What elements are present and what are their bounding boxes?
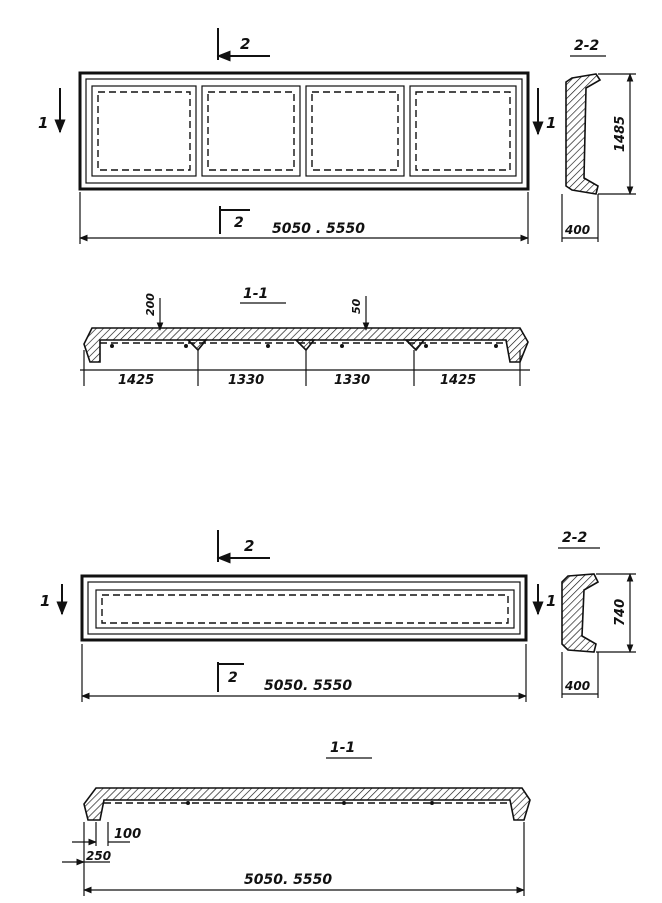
bottom-panel-outline [80,574,528,642]
bottom-section-2-label-bottom: 2 [228,670,238,686]
bottom-section-1-label-left: 1 [40,592,50,610]
section-1-label-right: 1 [546,114,556,132]
bottom-section-2-2: 2-2 740 400 [558,530,636,698]
top-width-dimension: 400 [564,223,590,237]
cell-2 [201,85,301,177]
bottom-section-2-2-profile [561,573,600,653]
bottom-section-1-label-right: 1 [546,592,556,610]
bottom-dim-250: 250 [86,849,111,863]
top-panel-plan-view: 2 2 1 1 5050 . 5550 [38,28,556,244]
section-2-label-top: 2 [240,35,250,53]
bottom-dim-100: 100 [114,827,141,842]
section-2-label-bottom: 2 [234,215,244,231]
bottom-panel-reinforcement [101,594,509,624]
bottom-panel-plan-view: 2 2 1 1 5050. 5550 [40,530,556,702]
span-1: 1425 [118,373,154,388]
bottom-section-length-dimension: 5050. 5550 [244,872,332,888]
top-section-2-2: 2-2 1485 400 [561,38,636,242]
span-3: 1330 [334,373,370,388]
top-dim-200: 200 [144,293,157,316]
top-dim-50: 50 [350,298,363,314]
bottom-rebar-marks [186,801,434,805]
bottom-section-2-label-top: 2 [244,537,254,555]
bottom-section-1-1-title: 1-1 [330,740,355,756]
top-section-1-1-slab [83,327,529,363]
bottom-section-2-2-title: 2-2 [562,530,587,546]
bottom-height-dimension: 740 [613,599,628,626]
cell-3 [305,85,405,177]
top-section-2-2-profile [565,73,602,195]
span-2: 1330 [228,373,264,388]
bottom-section-1-1: 1-1 100 250 5050. 5550 [62,740,531,896]
span-4: 1425 [440,373,476,388]
top-length-dimension: 5050 . 5550 [272,221,365,237]
top-panel-inner-rib [85,78,523,184]
top-height-dimension: 1485 [613,116,628,152]
top-panel-cells [91,85,517,177]
top-panel-outline [78,71,530,191]
bottom-section-1-1-slab [83,787,531,821]
top-section-1-1-title: 1-1 [243,286,268,302]
rebar-marks [110,344,498,348]
cell-1 [91,85,197,177]
top-section-2-2-title: 2-2 [574,38,599,54]
bottom-width-dimension: 400 [564,679,590,693]
section-1-label-left: 1 [38,114,48,132]
cell-4 [409,85,517,177]
bottom-length-dimension: 5050. 5550 [264,678,352,694]
top-section-1-1: 1-1 200 50 1425 1330 1330 142 [80,286,530,388]
bottom-panel-inner-rib [87,581,521,635]
